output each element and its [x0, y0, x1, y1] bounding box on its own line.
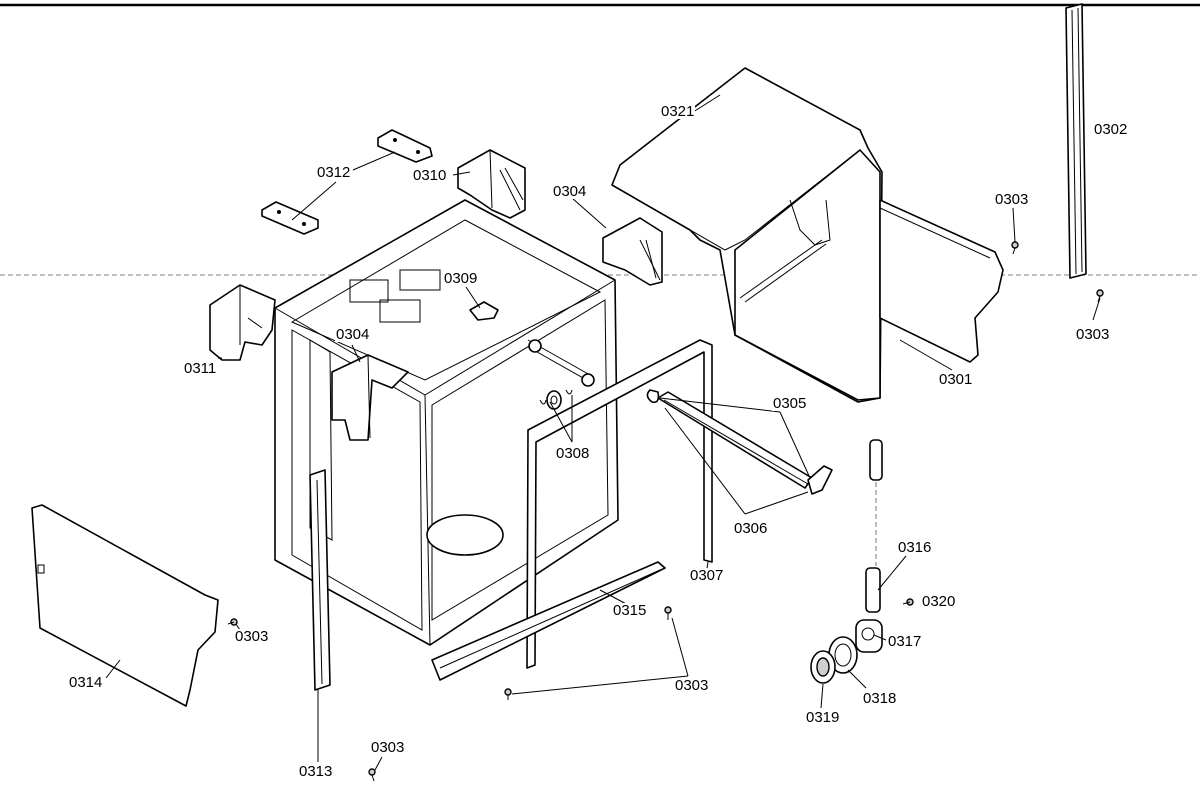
part-0309-clip: [469, 301, 499, 321]
label-0303-c: 0303: [674, 677, 710, 694]
label-0310: 0310: [412, 167, 448, 184]
label-0303-b: 0303: [1075, 326, 1111, 343]
label-0320: 0320: [921, 593, 957, 610]
part-0320-screw: [902, 598, 914, 606]
part-0319-cap: [810, 650, 836, 684]
label-0304-upper: 0304: [552, 183, 588, 200]
label-0315: 0315: [612, 602, 648, 619]
screw-0303-c: [227, 618, 238, 626]
part-0302-side-strip: [1065, 3, 1087, 279]
screw-0303-f: [368, 768, 376, 782]
part-0317-trap: [855, 619, 883, 653]
screw-0303-e: [504, 688, 512, 700]
part-0301-back-panel: [879, 199, 1004, 363]
leader-lines: [105, 94, 1101, 771]
part-0304-bracket-lower: [331, 354, 409, 441]
part-0304-bracket-upper: [602, 217, 663, 286]
label-0311: 0311: [183, 360, 218, 377]
label-0314: 0314: [68, 674, 104, 691]
label-0309: 0309: [443, 270, 479, 287]
part-0310-latch: [457, 149, 526, 219]
label-0317: 0317: [887, 633, 923, 650]
part-0316-hose: [865, 439, 883, 613]
label-0308: 0308: [555, 445, 591, 462]
part-0313-strip: [309, 469, 331, 691]
part-0321-side-panel: [611, 67, 883, 403]
label-0303-d: 0303: [234, 628, 270, 645]
label-0303-e: 0303: [370, 739, 406, 756]
label-0301: 0301: [938, 371, 974, 388]
part-0314-panel: [31, 504, 219, 707]
part-0315-kickplate: [431, 561, 666, 681]
label-0319: 0319: [805, 709, 841, 726]
label-0316: 0316: [897, 539, 933, 556]
label-0303-a: 0303: [994, 191, 1030, 208]
screw-0303-b: [1096, 289, 1104, 303]
screw-0303-a: [1011, 241, 1019, 255]
part-0311-latch: [209, 284, 276, 361]
label-0302: 0302: [1093, 121, 1129, 138]
part-0305-rail: [646, 389, 833, 495]
part-0312-plates: [261, 129, 433, 235]
part-0307-seal: [526, 339, 713, 669]
label-0313: 0313: [298, 763, 334, 780]
label-0312: 0312: [316, 164, 352, 181]
part-0308-hinge: [527, 339, 595, 410]
part-0318-ring: [828, 636, 858, 674]
label-0307: 0307: [689, 567, 725, 584]
label-0306: 0306: [733, 520, 769, 537]
screw-0303-d: [664, 606, 672, 620]
label-0318: 0318: [862, 690, 898, 707]
label-0304-lower: 0304: [335, 326, 371, 343]
label-0321: 0321: [660, 103, 696, 120]
label-0305: 0305: [772, 395, 808, 412]
